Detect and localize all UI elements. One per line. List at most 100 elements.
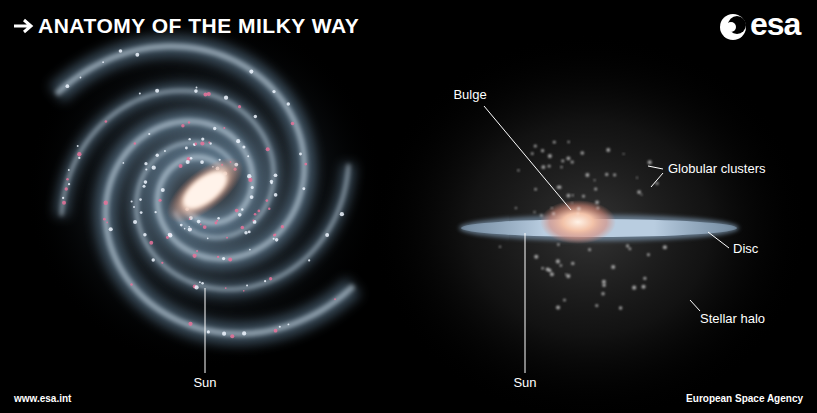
star-dot bbox=[216, 220, 218, 222]
star-dot bbox=[188, 121, 190, 123]
star-dot bbox=[243, 290, 245, 292]
globular-cluster bbox=[647, 253, 650, 256]
star-dot bbox=[203, 225, 207, 229]
globular-cluster bbox=[534, 144, 537, 147]
star-dot bbox=[158, 199, 161, 202]
star-dot bbox=[192, 254, 196, 258]
part-label: Sun bbox=[513, 376, 536, 391]
star-dot bbox=[266, 147, 270, 151]
esa-logo-mark bbox=[720, 14, 746, 40]
star-dot bbox=[241, 226, 245, 230]
star-dot bbox=[140, 211, 143, 214]
spiral-arm bbox=[61, 91, 273, 238]
star-dot bbox=[253, 219, 255, 221]
star-dot bbox=[274, 173, 278, 177]
star-dot bbox=[253, 220, 257, 224]
globular-cluster bbox=[557, 243, 560, 246]
star-dot bbox=[68, 169, 70, 171]
star-dot bbox=[186, 160, 190, 164]
star-dot bbox=[155, 89, 159, 93]
globular-cluster bbox=[560, 264, 563, 267]
star-dot bbox=[201, 137, 204, 140]
globular-cluster bbox=[541, 267, 544, 270]
globular-cluster bbox=[595, 304, 598, 307]
star-dot bbox=[166, 236, 169, 239]
spiral-arm-glow bbox=[56, 46, 304, 258]
logo-text: esa bbox=[750, 6, 800, 43]
part-label: Bulge bbox=[453, 88, 486, 103]
globular-cluster bbox=[619, 306, 622, 309]
star-dot bbox=[130, 283, 132, 285]
globular-cluster bbox=[629, 247, 632, 250]
globular-cluster bbox=[613, 174, 616, 177]
title-arrow bbox=[14, 20, 31, 32]
globular-cluster bbox=[601, 292, 604, 295]
star-dot bbox=[66, 84, 70, 88]
star-dot bbox=[188, 138, 190, 140]
bulge bbox=[540, 200, 616, 244]
footer-url: www.esa.int bbox=[14, 393, 71, 405]
globular-cluster bbox=[541, 165, 545, 169]
globular-cluster bbox=[515, 207, 517, 209]
star-dot bbox=[77, 152, 81, 156]
star-dot bbox=[143, 185, 146, 188]
star-dot bbox=[119, 49, 123, 53]
star-forming-regions bbox=[62, 49, 344, 338]
part-label: Sun bbox=[193, 376, 216, 391]
star-dot bbox=[188, 226, 190, 228]
star-dot bbox=[246, 285, 248, 287]
globular-cluster bbox=[571, 202, 573, 204]
star-dot bbox=[287, 102, 290, 105]
star-dot bbox=[274, 329, 278, 333]
star-dot bbox=[133, 220, 137, 224]
star-dot bbox=[68, 183, 70, 185]
star-dot bbox=[214, 222, 217, 225]
star-dot bbox=[325, 233, 329, 237]
star-dot bbox=[179, 164, 183, 168]
star-dot bbox=[248, 230, 251, 233]
star-dot bbox=[249, 70, 253, 74]
star-dot bbox=[194, 89, 198, 93]
globular-cluster bbox=[534, 188, 537, 191]
globular-clusters bbox=[499, 141, 667, 310]
star-dot bbox=[266, 199, 269, 202]
star-dot bbox=[105, 120, 108, 123]
star-dot bbox=[228, 258, 232, 262]
star-dot bbox=[143, 233, 147, 237]
globular-cluster bbox=[566, 274, 570, 278]
globular-cluster bbox=[582, 195, 585, 198]
star-dot bbox=[194, 285, 198, 289]
star-dot bbox=[180, 224, 183, 227]
star-dot bbox=[196, 87, 198, 89]
star-dot bbox=[184, 228, 186, 230]
star-dot bbox=[257, 210, 260, 213]
globular-cluster bbox=[637, 190, 641, 194]
star-dot bbox=[200, 160, 204, 164]
star-dot bbox=[235, 209, 239, 213]
diagram-title: ANATOMY OF THE MILKY WAY bbox=[38, 14, 359, 38]
star-dot bbox=[247, 174, 251, 178]
footer-credit: European Space Agency bbox=[686, 393, 803, 405]
leader-line bbox=[525, 233, 526, 373]
star-dot bbox=[145, 168, 147, 170]
globular-cluster bbox=[663, 245, 667, 249]
globular-cluster bbox=[595, 200, 599, 204]
globular-cluster bbox=[567, 141, 569, 143]
galactic-core bbox=[177, 165, 233, 216]
globular-cluster bbox=[560, 166, 562, 168]
globular-cluster bbox=[553, 141, 556, 144]
stellar-halo bbox=[370, 33, 810, 413]
star-dot bbox=[65, 187, 68, 190]
star-dot bbox=[207, 238, 209, 240]
globular-cluster bbox=[611, 265, 615, 269]
star-dot bbox=[188, 227, 192, 231]
star-dot bbox=[185, 146, 188, 149]
spiral-arm bbox=[106, 121, 354, 333]
globular-cluster bbox=[534, 255, 538, 259]
star-dot bbox=[302, 187, 305, 190]
star-dot bbox=[248, 178, 252, 182]
globular-cluster bbox=[571, 160, 574, 163]
star-dot bbox=[268, 207, 270, 209]
star-dot bbox=[250, 195, 254, 199]
star-dot bbox=[78, 157, 80, 159]
